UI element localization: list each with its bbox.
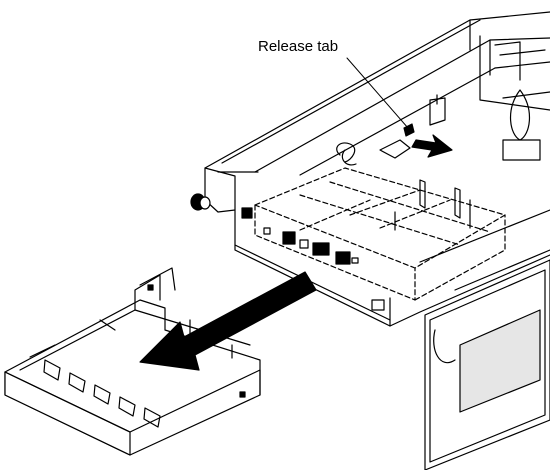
front-panel-ports	[241, 207, 385, 311]
dashed-assembly-outline	[254, 167, 506, 301]
drive-bay	[424, 259, 550, 470]
removed-filler	[4, 267, 261, 456]
server-chassis	[204, 11, 550, 327]
cable-loop	[429, 89, 541, 161]
removal-arrow	[139, 271, 317, 371]
callout-leader-line	[346, 57, 409, 129]
retaining-tabs	[394, 179, 471, 231]
release-arrow	[411, 134, 453, 158]
release-tab-callout: Release tab	[258, 38, 339, 55]
release-mechanism	[336, 123, 415, 166]
thumbscrew	[190, 193, 211, 211]
